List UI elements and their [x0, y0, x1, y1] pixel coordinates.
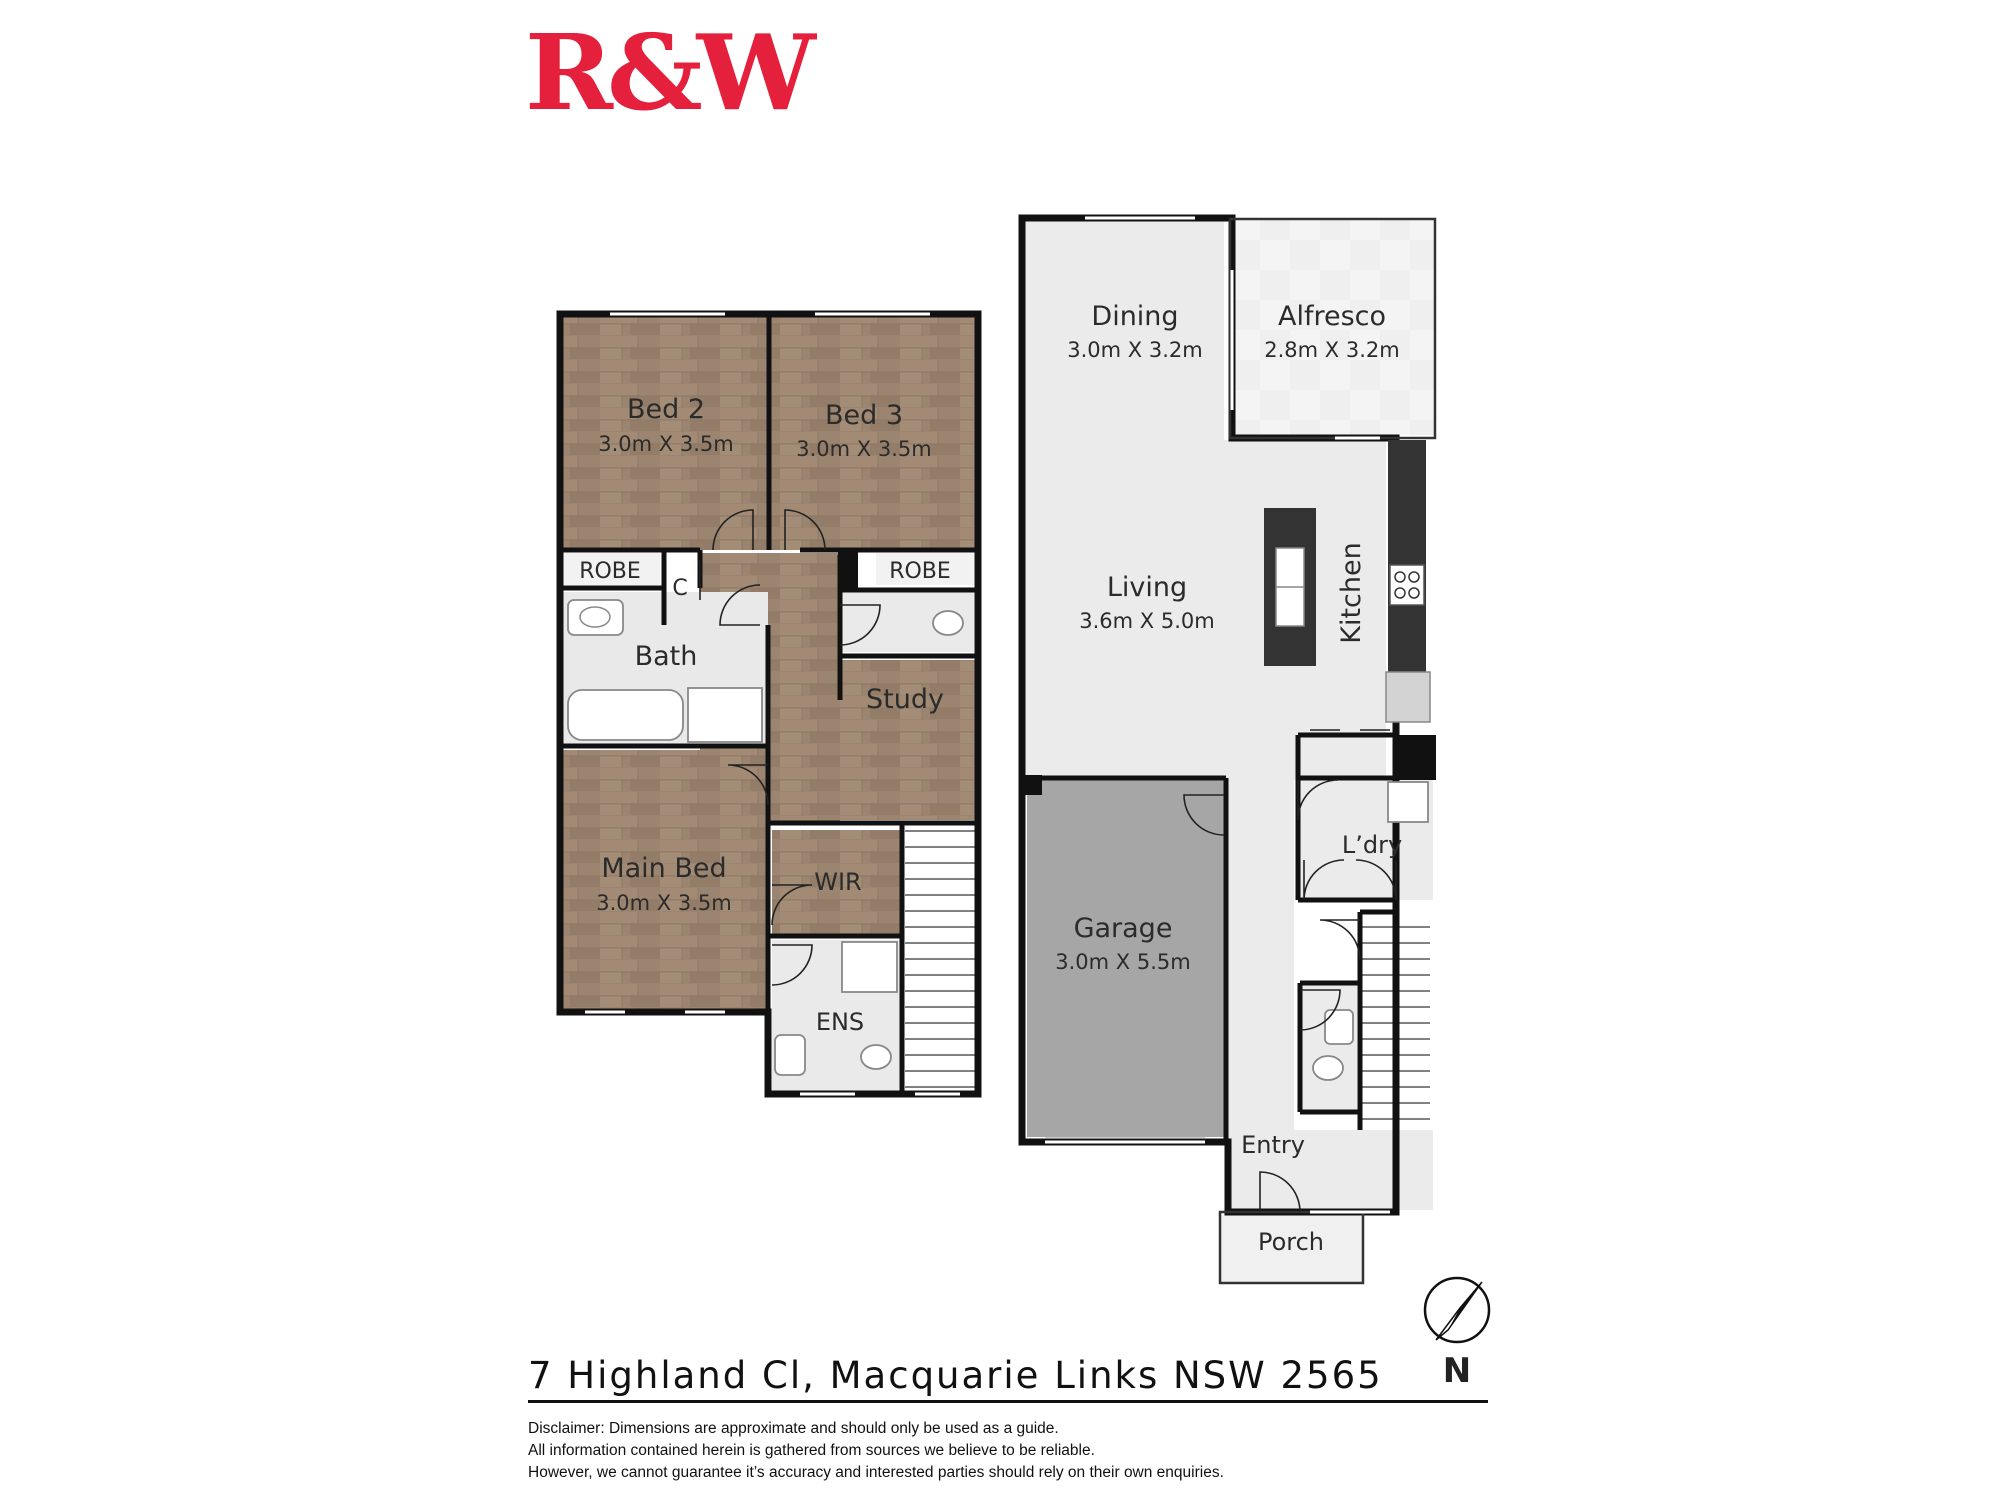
property-address: 7 Highland Cl, Macquarie Links NSW 2565 — [528, 1354, 1383, 1397]
alfresco-label: Alfresco — [1278, 301, 1386, 332]
burner-3-icon — [1394, 587, 1406, 599]
bed2-dims: 3.0m X 3.5m — [598, 432, 733, 456]
bed3-floor — [770, 316, 976, 550]
upper-toilet-icon — [932, 610, 964, 636]
ens-label: ENS — [816, 1008, 864, 1036]
upper-floor: Bed 2 3.0m X 3.5m Bed 3 3.0m X 3.5m ROBE… — [556, 310, 982, 1098]
living-dims: 3.6m X 5.0m — [1079, 609, 1214, 633]
robe-right-floor — [876, 553, 974, 585]
burner-1-icon — [1394, 571, 1406, 583]
disclaimer-line-1: Disclaimer: Dimensions are approximate a… — [528, 1420, 1059, 1437]
robe-right-label: ROBE — [889, 559, 951, 584]
ens-basin-icon — [774, 1034, 806, 1076]
main-bed-floor — [562, 750, 768, 1012]
alfresco-floor — [1230, 220, 1434, 435]
robe-left-label: ROBE — [579, 559, 641, 584]
main-bed-dims: 3.0m X 3.5m — [596, 891, 731, 915]
ens-shower-icon — [841, 941, 898, 993]
door-garage-internal — [1183, 794, 1225, 836]
burner-4-icon — [1408, 587, 1420, 599]
door-bed2 — [712, 509, 754, 551]
living-dining-floor — [1023, 220, 1224, 780]
burner-2-icon — [1408, 571, 1420, 583]
disclaimer-line-2: All information contained herein is gath… — [528, 1442, 1095, 1459]
bed2-label: Bed 2 — [627, 394, 705, 425]
compass-south-arrow-icon — [1435, 1281, 1483, 1341]
door-pantry — [1297, 779, 1339, 821]
door-wir — [771, 884, 813, 926]
door-entry — [1259, 1171, 1301, 1213]
cooktop-icon — [1389, 564, 1425, 606]
door-ens — [771, 944, 813, 986]
fridge-space — [1385, 671, 1431, 723]
door-bed3 — [784, 509, 826, 551]
dining-dims: 3.0m X 3.2m — [1067, 338, 1202, 362]
porch-label: Porch — [1258, 1228, 1324, 1256]
address-underline — [528, 1400, 1488, 1403]
garage-floor — [1027, 780, 1224, 1137]
disclaimer: Disclaimer: Dimensions are approximate a… — [528, 1418, 1428, 1484]
rw-logo: R&W — [524, 11, 816, 134]
door-wc — [839, 604, 881, 646]
garage-column — [1022, 775, 1042, 795]
powder-toilet-icon — [1312, 1055, 1344, 1081]
bath-basin-bowl-icon — [579, 606, 611, 628]
powder-room-floor — [1302, 985, 1357, 1110]
bath-basin-icon — [567, 599, 624, 636]
upper-stairs — [905, 830, 975, 1092]
wir-floor — [772, 830, 900, 934]
study-floor — [770, 660, 976, 820]
main-bed-label: Main Bed — [601, 853, 726, 884]
robe-left-floor — [562, 553, 660, 585]
ens-toilet-icon — [860, 1044, 892, 1070]
alfresco-outline — [1228, 217, 1437, 440]
compass: N — [1423, 1276, 1491, 1391]
living-label: Living — [1107, 572, 1187, 603]
entry-label: Entry — [1241, 1131, 1305, 1159]
door-bath — [719, 584, 761, 626]
kitchen-label: Kitchen — [1336, 542, 1367, 643]
garage-label: Garage — [1074, 913, 1173, 944]
bathtub-icon — [567, 689, 684, 741]
door-laundry-external — [1355, 859, 1397, 901]
disclaimer-line-3: However, we cannot guarantee it’s accura… — [528, 1464, 1224, 1481]
ground-floor: Dining 3.0m X 3.2m Alfresco 2.8m X 3.2m … — [1018, 214, 1437, 1285]
porch-floor — [1220, 1215, 1363, 1283]
door-under-stairs — [1319, 919, 1361, 961]
compass-n-label: N — [1443, 1351, 1471, 1391]
shower-icon — [687, 687, 763, 743]
alfresco-dims: 2.8m X 3.2m — [1264, 338, 1399, 362]
door-main-bed — [727, 764, 769, 806]
bed3-label: Bed 3 — [825, 400, 903, 431]
dining-label: Dining — [1091, 301, 1178, 332]
bed3-dims: 3.0m X 3.5m — [796, 437, 931, 461]
door-laundry — [1303, 859, 1345, 901]
kitchen-bench — [1388, 440, 1426, 672]
compass-ring — [1423, 1276, 1491, 1344]
study-label: Study — [866, 684, 944, 715]
porch-outline — [1218, 1210, 1365, 1285]
powder-basin-icon — [1324, 1009, 1354, 1045]
upper-column — [838, 550, 858, 588]
laundry-label: L’dry — [1342, 831, 1402, 859]
bed2-floor — [562, 316, 768, 550]
cupboard-label: C — [672, 576, 687, 601]
laundry-tub-icon — [1387, 781, 1429, 823]
bath-label: Bath — [635, 641, 698, 672]
laundry-column — [1396, 735, 1436, 780]
door-powder — [1299, 989, 1341, 1031]
garage-dims: 3.0m X 5.5m — [1055, 950, 1190, 974]
wir-label: WIR — [814, 868, 861, 896]
